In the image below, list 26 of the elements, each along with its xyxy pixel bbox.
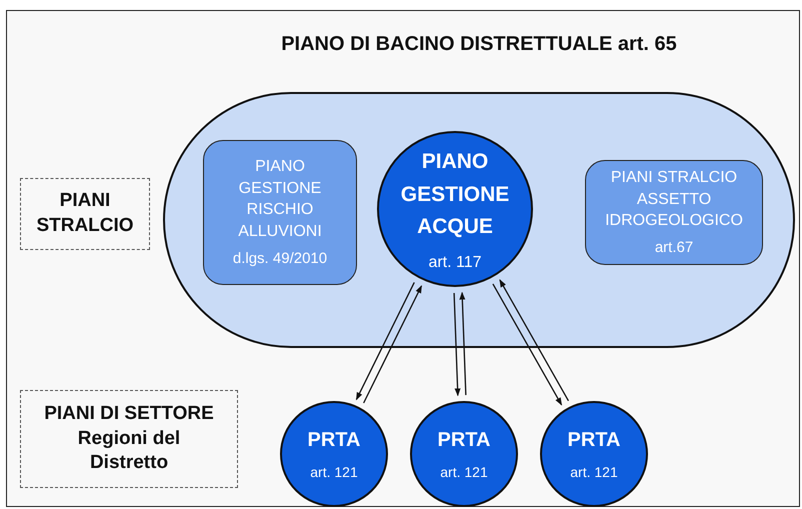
section-label: PIANI DI SETTORE bbox=[43, 402, 215, 426]
arrow bbox=[499, 279, 569, 402]
diagram-title: PIANO DI BACINO DISTRETTUALE art. 65 bbox=[280, 33, 678, 56]
plan-title: PIANO GESTIONE RISCHIO ALLUVIONI bbox=[237, 157, 323, 242]
plan-title: PIANO GESTIONE ACQUE bbox=[400, 149, 510, 240]
plan-title: PRTA bbox=[306, 428, 362, 452]
plan-box bbox=[203, 140, 357, 285]
plan-title: PRTA bbox=[566, 428, 622, 452]
plan-title: PIANI STRALCIO ASSETTO IDROGEOLOGICO bbox=[604, 168, 744, 232]
plan-box bbox=[585, 160, 763, 265]
arrow bbox=[492, 284, 562, 406]
section-label: Regioni del Distretto bbox=[76, 426, 182, 476]
law-reference: d.lgs. 49/2010 bbox=[232, 248, 328, 269]
law-reference: art.67 bbox=[654, 238, 694, 258]
law-reference: art. 117 bbox=[428, 254, 482, 272]
law-reference: art. 121 bbox=[310, 464, 358, 480]
plan-title: PRTA bbox=[436, 428, 492, 452]
section-label: PIANI STRALCIO bbox=[35, 189, 135, 238]
arrow bbox=[453, 292, 461, 396]
law-reference: art. 121 bbox=[440, 464, 488, 480]
arrow bbox=[459, 292, 466, 396]
law-reference: art. 121 bbox=[570, 464, 618, 480]
section-label-box bbox=[20, 178, 150, 250]
arrow bbox=[363, 285, 422, 404]
section-label-box bbox=[20, 390, 238, 488]
arrow bbox=[356, 282, 415, 400]
